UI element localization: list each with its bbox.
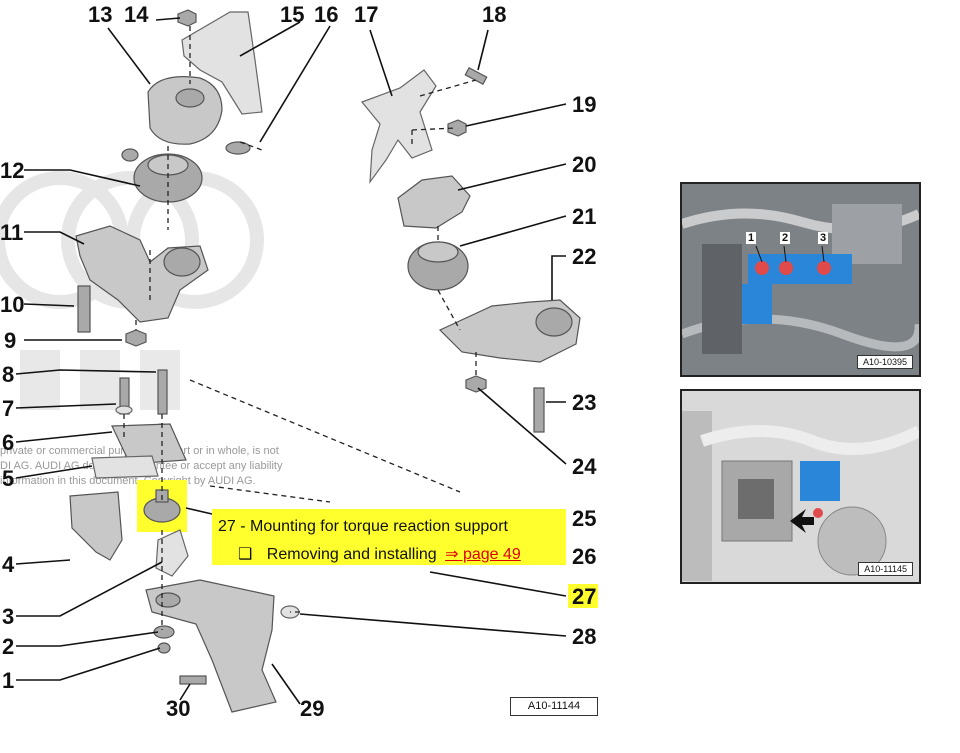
part-29-bush — [155, 592, 181, 608]
label-5: 5 — [2, 466, 14, 491]
photo-bottom-scene — [682, 391, 919, 582]
part-23-bolt — [533, 387, 545, 433]
label-26: 26 — [572, 544, 596, 569]
label-10: 10 — [0, 292, 24, 317]
part-8-bolt — [157, 369, 168, 415]
part-24-nut — [465, 375, 487, 393]
label-12: 12 — [0, 158, 24, 183]
bolt-3-icon — [817, 261, 831, 275]
photo-top-label-1: 1 — [746, 232, 757, 244]
label-23: 23 — [572, 390, 596, 415]
part-30-bolt — [179, 675, 207, 685]
label-9: 9 — [4, 328, 16, 353]
photo-bottom-blue-mount — [800, 461, 840, 501]
leader-lines — [15, 17, 567, 705]
label-1: 1 — [2, 668, 14, 693]
label-17: 17 — [354, 2, 378, 27]
label-2: 2 — [2, 634, 14, 659]
label-27-highlight — [568, 584, 598, 608]
part-13-engine-mount — [147, 76, 223, 145]
label-16: 16 — [314, 2, 338, 27]
callout-step-line: ❑ Removing and installing ⇒ page 49 — [238, 544, 521, 564]
part-22-bush — [535, 307, 573, 337]
photo-top-scene — [682, 184, 919, 375]
part-18-bolt — [464, 66, 488, 86]
label-30: 30 — [166, 696, 190, 721]
figure-reference-main: A10-11144 — [510, 697, 598, 716]
label-21: 21 — [572, 204, 596, 229]
part-3-wedge — [155, 529, 189, 577]
label-11: 11 — [0, 220, 23, 245]
label-14: 14 — [124, 2, 149, 27]
figure-reference-photo-bottom: A10-11145 — [858, 562, 913, 576]
part-21-mount-top — [417, 241, 459, 263]
label-7: 7 — [2, 396, 14, 421]
label-25: 25 — [572, 506, 596, 531]
callout-title: Mounting for torque reaction support — [250, 518, 508, 535]
part-12-nut — [121, 148, 139, 162]
audi-text-watermark — [20, 350, 180, 410]
label-28: 28 — [572, 624, 596, 649]
part-7-washer — [115, 405, 133, 415]
part-10-bolt — [77, 285, 91, 333]
part-16-bolt — [225, 141, 251, 155]
label-24: 24 — [572, 454, 597, 479]
watermark-line-3: information in this document. Copyright … — [0, 475, 256, 487]
figure-reference-photo-top: A10-10395 — [856, 355, 913, 369]
bolt-icon — [813, 508, 823, 518]
callout-item-27: 27 - Mounting for torque reaction suppor… — [212, 509, 566, 565]
label-13: 13 — [88, 2, 112, 27]
label-20: 20 — [572, 152, 596, 177]
callout-number: 27 — [218, 518, 236, 535]
bolt-2-icon — [779, 261, 793, 275]
label-29: 29 — [300, 696, 324, 721]
label-8: 8 — [2, 362, 14, 387]
label-4: 4 — [2, 552, 15, 577]
part-29-torque-support — [145, 579, 277, 713]
label-27: 27 — [572, 584, 596, 609]
page-49-link[interactable]: ⇒ page 49 — [445, 546, 521, 563]
photo-top-label-3: 3 — [818, 232, 829, 244]
part-19-nut — [447, 119, 467, 137]
part-20-cover — [397, 175, 471, 229]
part-number-labels: 13 14 15 16 17 18 19 20 21 22 23 24 25 2… — [0, 2, 598, 721]
part-9-nut — [125, 329, 147, 347]
bolt-1-icon — [755, 261, 769, 275]
callout-step-text: Removing and installing — [266, 546, 437, 563]
label-15: 15 — [280, 2, 304, 27]
arrow-icon — [790, 509, 814, 533]
label-22: 22 — [572, 244, 596, 269]
part-14-nut — [177, 9, 197, 27]
label-18: 18 — [482, 2, 506, 27]
callout-title-line: 27 - Mounting for torque reaction suppor… — [218, 518, 508, 535]
part-13-mount-top — [175, 88, 205, 108]
photo-top-label-2: 2 — [780, 232, 791, 244]
part-5-bracket — [91, 455, 159, 479]
part-6-plate — [111, 423, 187, 465]
checkbox-bullet-icon: ❑ — [238, 546, 253, 563]
label-3: 3 — [2, 604, 14, 629]
label-19: 19 — [572, 92, 596, 117]
part-11-bush — [163, 247, 201, 277]
photo-bottom: A10-11145 — [680, 389, 921, 584]
photo-top: 1 2 3 A10-10395 — [680, 182, 921, 377]
assembly-dash-lines — [123, 26, 477, 630]
part-17-bracket — [361, 69, 437, 185]
part-4-support — [69, 491, 123, 561]
part-15-bracket — [181, 11, 263, 115]
label-6: 6 — [2, 430, 14, 455]
